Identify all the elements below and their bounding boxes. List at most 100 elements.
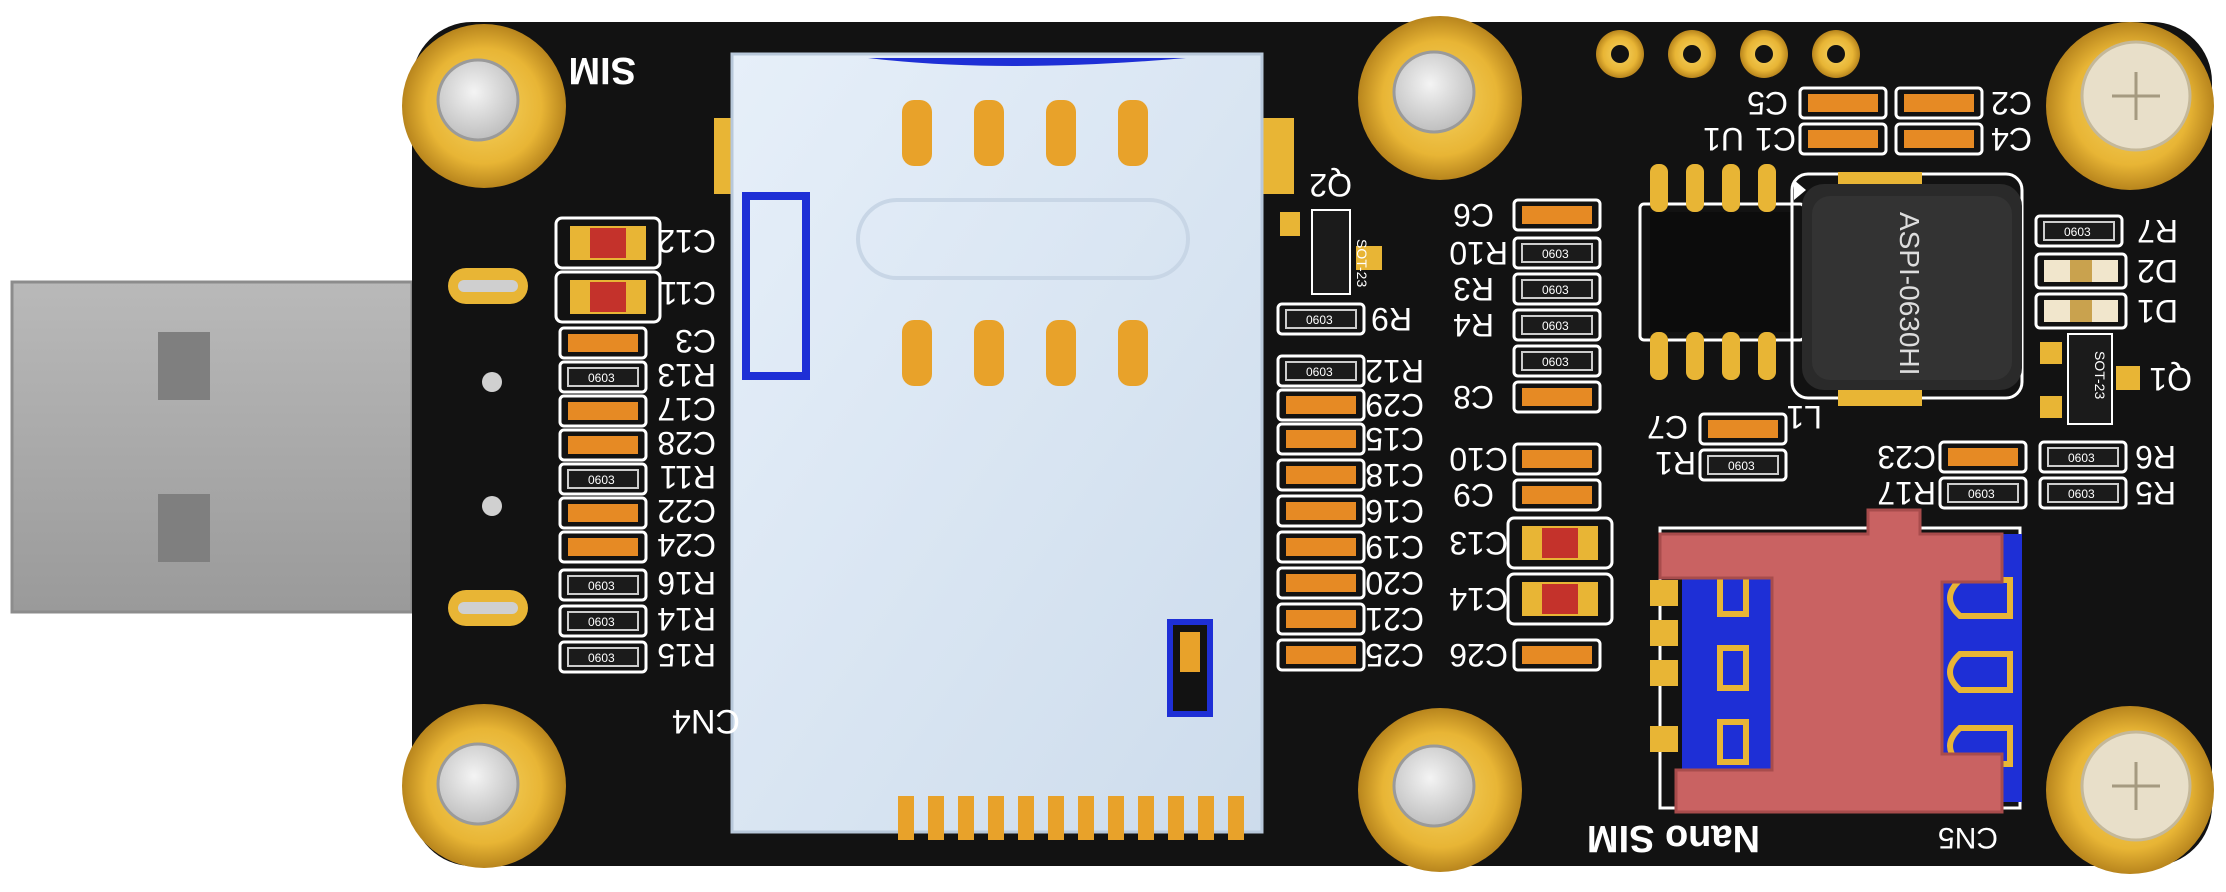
sim-contacts-top [902,100,1148,166]
right-r7-d2-d1-refs: R7 D2 D1 [2137,213,2178,329]
usb-plug [10,280,414,614]
ref-c26: C26 [1449,637,1508,673]
ref-c8: C8 [1453,379,1494,415]
mount-pad-bottom-left [402,704,566,868]
plus-icon [2112,762,2160,810]
ref-q1: Q1 [2149,361,2192,397]
ref-r5: R5 [2135,475,2176,511]
ref-r6: R6 [2135,439,2176,475]
mid-column-refs: R9 R12 C29 C15 C18 C16 C19 C20 C21 C25 [1365,301,1424,673]
ref-c9: C9 [1453,477,1494,513]
pkg-label: 0603 [588,371,615,385]
ref-r7: R7 [2137,213,2178,249]
ref-d1: D1 [2137,293,2178,329]
ref-c10: C10 [1449,441,1508,477]
plus-icon [2112,72,2160,120]
ref-c23: C23 [1877,439,1936,475]
pkg-label: 0603 [588,615,615,629]
ref-l1: L1 [1786,399,1822,435]
ref-c12: C12 [657,223,716,259]
q2-transistor: SOT-23 Q2 [1280,167,1382,295]
ref-c5: C5 [1747,85,1788,121]
ref-c19: C19 [1365,529,1424,565]
left-column-pkg-labels: 0603 0603 0603 0603 0603 [588,371,615,665]
mount-pad-bottom-right [2046,706,2214,874]
right-top-refs: C5 C1 C2 C4 [1747,85,2032,157]
pkg-label: 0603 [2068,487,2095,501]
pkg-label: 0603 [1542,319,1569,333]
mid-column-pkg-labels: 0603 0603 [1306,313,1333,379]
ref-q2: Q2 [1309,167,1352,203]
ref-c29: C29 [1365,387,1424,423]
inductor-marking: ASPI-0630HI [1894,212,1925,375]
right-mid-refs: C23 R6 R17 R5 [1877,439,2176,511]
ref-r15: R15 [657,637,716,673]
pkg-label: 0603 [2068,451,2095,465]
pkg-label: 0603 [1542,283,1569,297]
ref-c17: C17 [657,391,716,427]
left-column-refs: C12 C11 C3 R13 C17 C28 R11 C22 C24 R16 R… [657,223,716,673]
ref-r13: R13 [657,357,716,393]
ref-r14: R14 [657,601,716,637]
right-mid-parts: 0603 0603 0603 [1938,440,2128,510]
pkg-label: 0603 [1728,459,1755,473]
mid-right-pkg-labels: 0603 0603 0603 0603 [1542,247,1569,369]
mid-right-component-column [1506,198,1614,672]
l1-inductor: ASPI-0630HI L1 [1786,172,2024,435]
ref-c16: C16 [1365,493,1424,529]
ref-r1: R1 [1655,445,1696,481]
ref-u1: U1 [1703,121,1744,157]
pkg-label: 0603 [2064,225,2091,239]
ref-c14: C14 [1449,581,1508,617]
pkg-label: 0603 [588,651,615,665]
ref-c6: C6 [1453,197,1494,233]
q1-transistor: SOT-23 Q1 [2040,333,2192,425]
pkg-label: 0603 [1968,487,1995,501]
pkg-label: 0603 [1542,355,1569,369]
mount-pad-top-left [402,24,566,188]
ref-c20: C20 [1365,565,1424,601]
u1-ic: U1 [1638,121,1806,380]
cn5-label: CN5 [1938,821,1998,854]
mid-component-column [1276,302,1366,672]
ref-c22: C22 [657,493,716,529]
ref-c21: C21 [1365,601,1424,637]
left-component-column [554,216,662,674]
ref-r12: R12 [1365,353,1424,389]
ref-r3: R3 [1453,271,1494,307]
mount-pad-top-right [2046,22,2214,190]
sim-contacts-bottom [902,320,1148,386]
nano-sim-label: Nano SIM [1587,817,1760,859]
usb-shield-slots [448,268,528,626]
via-row [1596,30,1860,78]
ref-c18: C18 [1365,457,1424,493]
ref-r4: R4 [1453,307,1494,343]
q2-sot: SOT-23 [1354,239,1370,287]
ref-d2: D2 [2137,253,2178,289]
ref-c1: C1 [1755,121,1796,157]
mount-pad-bottom-mid [1358,708,1522,872]
pkg-label: 0603 [1542,247,1569,261]
ref-c7: C7 [1647,409,1688,445]
ref-c11: C11 [660,275,716,311]
ref-c2: C2 [1991,85,2032,121]
right-top-caps [1798,86,1984,156]
ref-c28: C28 [657,425,716,461]
pkg-label: 0603 [588,579,615,593]
sd-edge-pins [898,796,1244,840]
ref-c25: C25 [1365,637,1424,673]
ref-c13: C13 [1449,525,1508,561]
sim-card-socket [714,52,1294,840]
ref-c24: C24 [657,527,716,563]
cn4-label: CN4 [672,702,740,740]
nano-sim-socket [1650,508,2022,814]
ref-c15: C15 [1365,421,1424,457]
ref-r9: R9 [1371,301,1412,337]
ref-r11: R11 [660,459,716,495]
ref-c4: C4 [1991,121,2032,157]
mount-pad-top-mid [1358,16,1522,180]
ref-r16: R16 [657,565,716,601]
mid-right-column-refs: C6 R10 R3 R4 C8 C10 C9 C13 C14 C26 [1449,197,1508,673]
q1-sot: SOT-23 [2092,351,2108,399]
